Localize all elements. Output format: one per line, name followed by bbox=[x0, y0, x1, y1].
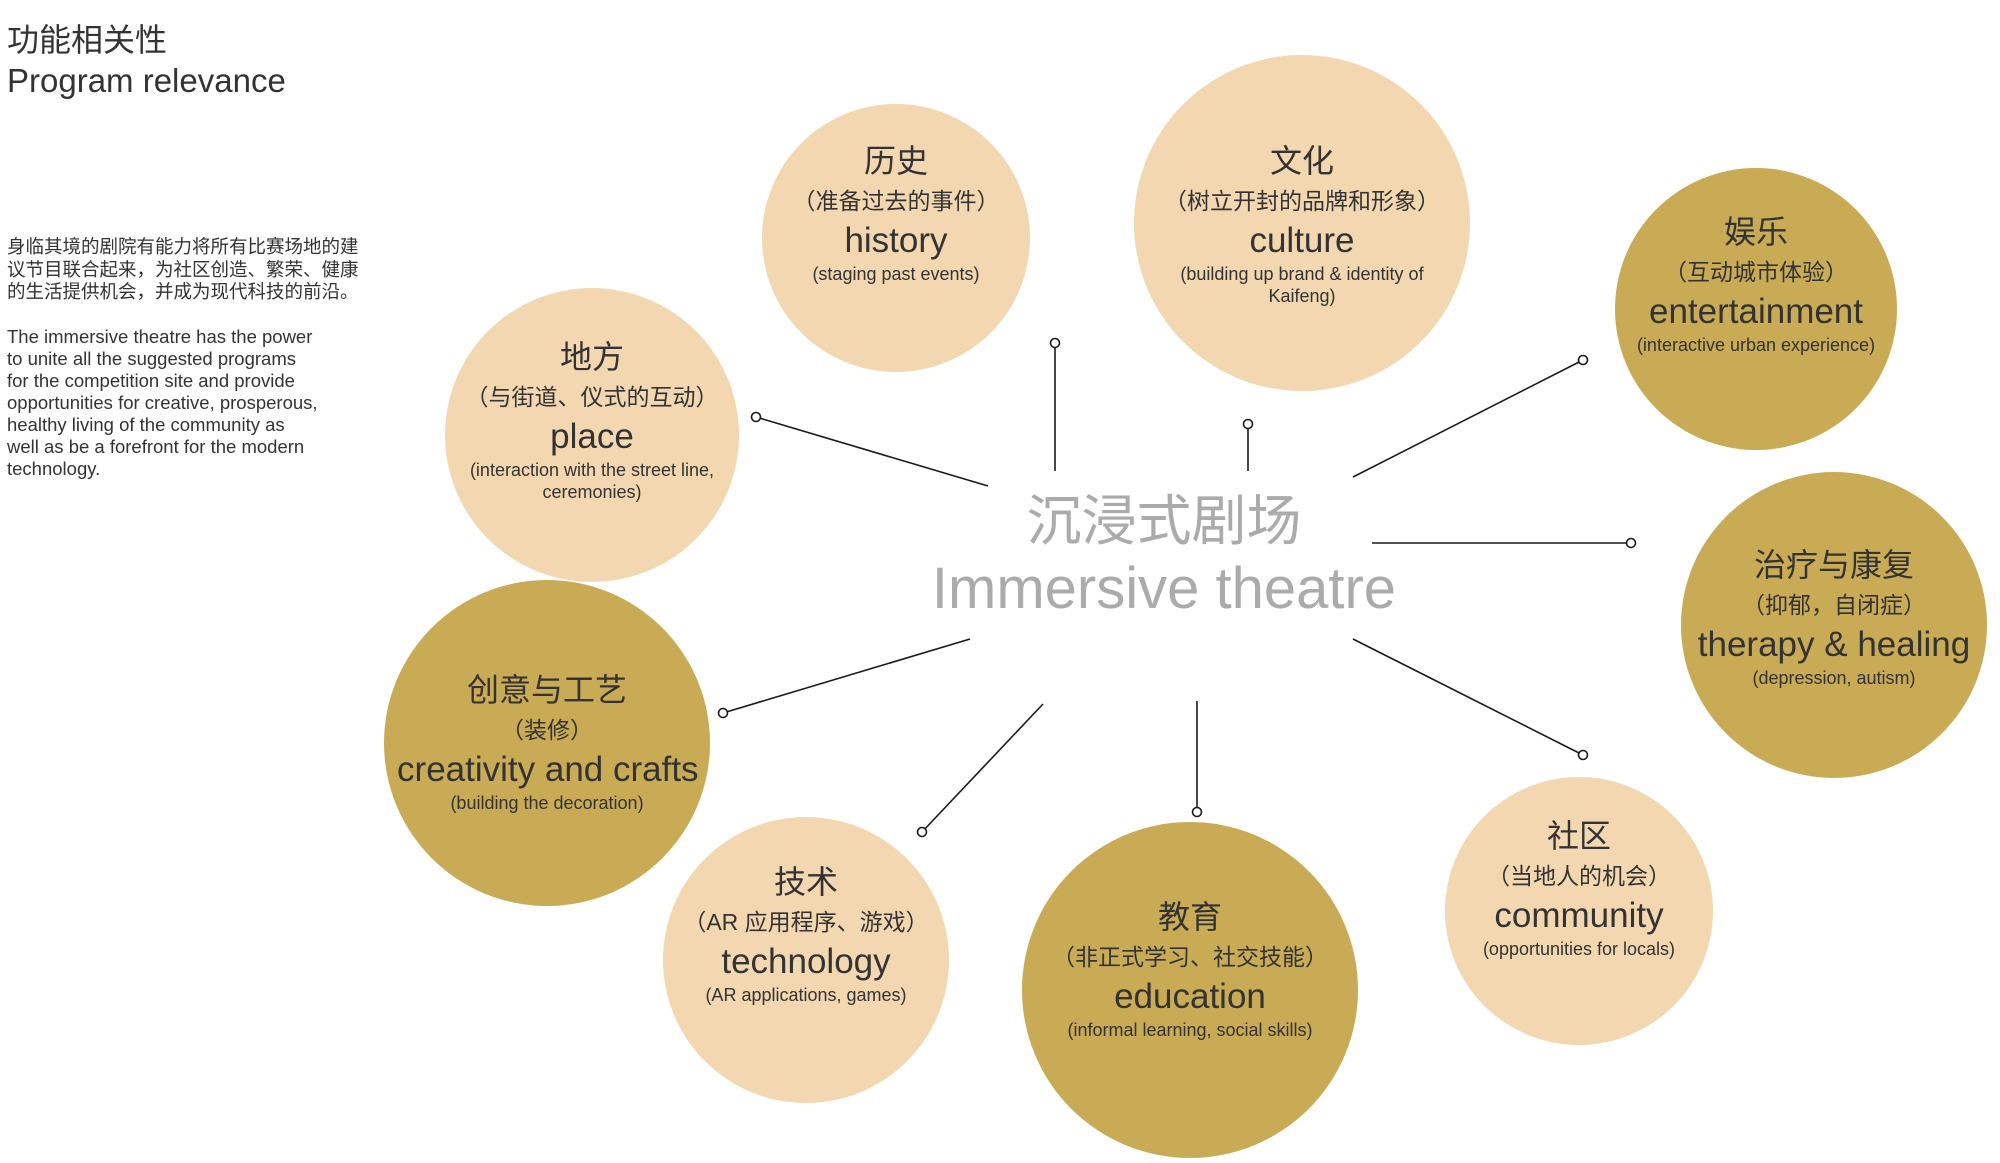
node-therapy: 治疗与康复 （抑郁，自闭症） therapy & healing (depres… bbox=[1681, 472, 1987, 778]
connector-entertainment bbox=[1352, 359, 1584, 478]
connector-creativity bbox=[722, 638, 971, 714]
node-text: 治疗与康复 （抑郁，自闭症） therapy & healing (depres… bbox=[1693, 545, 1975, 689]
node-creativity: 创意与工艺 （装修） creativity and crafts (buildi… bbox=[384, 580, 710, 906]
node-en-subtitle: (interactive urban experience) bbox=[1636, 335, 1876, 355]
node-en-subtitle: (AR applications, games) bbox=[705, 985, 907, 1005]
node-en-title: entertainment bbox=[1648, 292, 1864, 331]
node-zh-title: 教育 bbox=[1157, 899, 1222, 935]
intro-line: The immersive theatre has the power bbox=[7, 326, 313, 347]
intro-paragraph-en: The immersive theatre has the power to u… bbox=[7, 326, 387, 480]
page-heading: 功能相关性 Program relevance bbox=[7, 20, 286, 102]
page-title-en: Program relevance bbox=[7, 62, 286, 99]
node-zh-subtitle: （非正式学习、社交技能） bbox=[1051, 944, 1328, 970]
connector-place bbox=[755, 416, 989, 487]
node-text: 文化 （树立开封的品牌和形象） culture (building up bra… bbox=[1152, 141, 1452, 307]
node-zh-title: 社区 bbox=[1546, 818, 1611, 854]
intro-line: 身临其境的剧院有能力将所有比赛场地的建 bbox=[7, 236, 359, 257]
node-en-title: place bbox=[550, 417, 634, 456]
node-zh-title: 技术 bbox=[773, 864, 838, 900]
node-text: 技术 （AR 应用程序、游戏） technology (AR applicati… bbox=[674, 862, 937, 1006]
intro-line: 的生活提供机会，并成为现代科技的前沿。 bbox=[7, 281, 359, 302]
intro-line: to unite all the suggested programs bbox=[7, 348, 296, 369]
node-technology: 技术 （AR 应用程序、游戏） technology (AR applicati… bbox=[663, 817, 949, 1103]
node-en-subtitle: (informal learning, social skills) bbox=[1067, 1020, 1313, 1040]
node-en-title: technology bbox=[721, 942, 891, 981]
intro-line: healthy living of the community as bbox=[7, 414, 285, 435]
node-text: 创意与工艺 （装修） creativity and crafts (buildi… bbox=[397, 670, 699, 814]
center-title-zh: 沉浸式剧场 bbox=[1026, 490, 1302, 552]
intro-line: opportunities for creative, prosperous, bbox=[7, 392, 318, 413]
connector-dot-history bbox=[1049, 337, 1061, 349]
node-en-title: culture bbox=[1249, 221, 1355, 260]
node-zh-title: 娱乐 bbox=[1723, 214, 1788, 250]
node-en-title: history bbox=[844, 221, 948, 260]
node-en-subtitle: (building the decoration) bbox=[450, 793, 644, 813]
intro-paragraph-zh: 身临其境的剧院有能力将所有比赛场地的建 议节目联合起来，为社区创造、繁荣、健康 … bbox=[7, 236, 387, 304]
node-en-title: community bbox=[1494, 896, 1664, 935]
center-title-en: Immersive theatre bbox=[931, 556, 1397, 621]
intro-line: well as be a forefront for the modern bbox=[7, 436, 305, 457]
connector-dot-therapy bbox=[1625, 537, 1637, 549]
intro-line: 议节目联合起来，为社区创造、繁荣、健康 bbox=[7, 258, 359, 280]
connector-dot-place bbox=[750, 411, 762, 423]
node-history: 历史 （准备过去的事件） history (staging past event… bbox=[762, 104, 1030, 372]
node-zh-title: 文化 bbox=[1269, 143, 1334, 179]
node-en-subtitle: (depression, autism) bbox=[1752, 668, 1916, 688]
node-community: 社区 （当地人的机会） community (opportunities for… bbox=[1445, 777, 1713, 1045]
node-text: 地方 （与街道、仪式的互动） place (interaction with t… bbox=[456, 337, 728, 503]
node-text: 教育 （非正式学习、社交技能） education (informal lear… bbox=[1035, 897, 1344, 1041]
node-zh-subtitle: （AR 应用程序、游戏） bbox=[683, 909, 929, 935]
node-zh-subtitle: （准备过去的事件） bbox=[792, 188, 1000, 214]
connector-dot-community bbox=[1577, 749, 1589, 761]
node-zh-title: 地方 bbox=[559, 339, 624, 375]
node-text: 社区 （当地人的机会） community (opportunities for… bbox=[1456, 816, 1703, 960]
node-en-title: therapy & healing bbox=[1697, 625, 1971, 664]
node-en-subtitle: (interaction with the street line, cerem… bbox=[469, 460, 715, 502]
node-en-subtitle: (building up brand & identity of Kaifeng… bbox=[1180, 264, 1424, 306]
node-text: 娱乐 （互动城市体验） entertainment (interactive u… bbox=[1626, 212, 1885, 356]
intro-line: technology. bbox=[7, 458, 101, 479]
connector-dot-culture bbox=[1242, 418, 1254, 430]
node-zh-subtitle: （互动城市体验） bbox=[1664, 259, 1848, 285]
connector-technology bbox=[921, 703, 1044, 833]
connector-dot-technology bbox=[916, 826, 928, 838]
node-text: 历史 （准备过去的事件） history (staging past event… bbox=[773, 141, 1020, 285]
intro-line: for the competition site and provide bbox=[7, 370, 295, 391]
node-zh-subtitle: （当地人的机会） bbox=[1486, 863, 1671, 889]
node-en-title: creativity and crafts bbox=[397, 750, 699, 789]
node-place: 地方 （与街道、仪式的互动） place (interaction with t… bbox=[445, 288, 739, 582]
connector-dot-education bbox=[1191, 806, 1203, 818]
node-zh-title: 历史 bbox=[863, 143, 928, 179]
node-zh-subtitle: （与街道、仪式的互动） bbox=[465, 384, 719, 410]
node-en-title: education bbox=[1114, 977, 1266, 1016]
node-zh-subtitle: （树立开封的品牌和形象） bbox=[1164, 188, 1440, 214]
connector-dot-creativity bbox=[717, 707, 729, 719]
node-zh-title: 创意与工艺 bbox=[466, 672, 627, 708]
node-entertainment: 娱乐 （互动城市体验） entertainment (interactive u… bbox=[1615, 168, 1897, 450]
connector-dot-entertainment bbox=[1577, 354, 1589, 366]
connector-community bbox=[1352, 638, 1584, 756]
node-education: 教育 （非正式学习、社交技能） education (informal lear… bbox=[1022, 822, 1358, 1158]
node-zh-subtitle: （装修） bbox=[501, 717, 593, 743]
node-culture: 文化 （树立开封的品牌和形象） culture (building up bra… bbox=[1134, 55, 1470, 391]
node-en-subtitle: (staging past events) bbox=[812, 264, 980, 284]
node-en-subtitle: (opportunities for locals) bbox=[1482, 939, 1676, 959]
node-zh-subtitle: （抑郁，自闭症） bbox=[1741, 592, 1926, 618]
node-zh-title: 治疗与康复 bbox=[1753, 547, 1914, 583]
page-title-zh: 功能相关性 bbox=[7, 22, 168, 58]
